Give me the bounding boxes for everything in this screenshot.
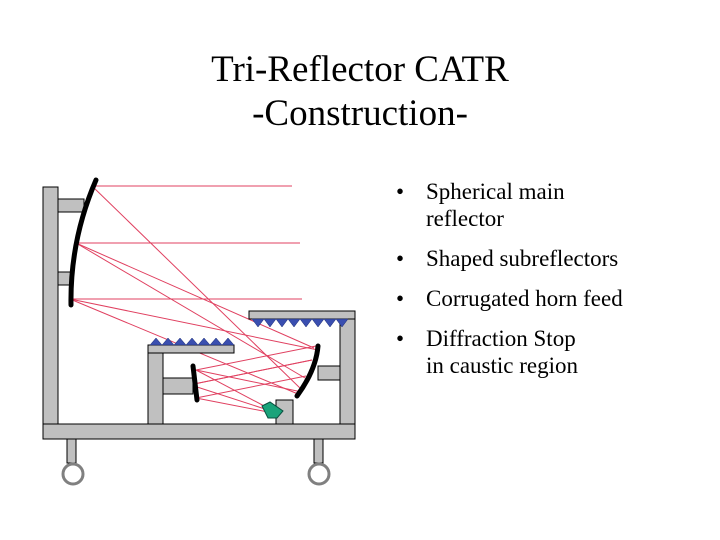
bullet-text-2: Shaped subreflectors <box>426 246 619 271</box>
casters <box>61 462 331 486</box>
right-column <box>339 312 356 425</box>
main-reflector <box>68 177 99 308</box>
center-shelf <box>147 344 235 354</box>
bullet-dot: • <box>396 246 405 271</box>
bullet-text-4a: Diffraction Stop <box>426 326 576 351</box>
bullet-dot: • <box>396 179 405 204</box>
ray-feed-2 <box>193 385 269 411</box>
horn-feed-icon <box>261 401 284 419</box>
caster-right <box>307 462 331 486</box>
bullet-text-4b: in caustic region <box>426 353 579 378</box>
leg-right <box>313 438 324 464</box>
bullet-text-1b: reflector <box>426 206 504 231</box>
bullet-item-4: • Diffraction Stop in caustic region <box>396 325 716 379</box>
ray-sub-5 <box>193 359 313 385</box>
feature-list: • Spherical main reflector • Shaped subr… <box>396 178 716 392</box>
base-beam <box>42 423 356 440</box>
ray-diag-4 <box>69 298 319 351</box>
ray-feed-3 <box>195 397 269 413</box>
bullet-dot: • <box>396 326 405 351</box>
title-line-1: Tri-Reflector CATR <box>211 49 509 90</box>
ray-sub-4 <box>195 369 303 393</box>
bullet-dot: • <box>396 286 405 311</box>
subreflector-left <box>190 363 200 403</box>
leg-left <box>66 438 77 464</box>
center-column <box>147 349 164 425</box>
left-column <box>42 186 59 440</box>
ray-diag-1 <box>91 185 303 391</box>
absorber-center-shelf <box>149 337 235 346</box>
bullet-text-3: Corrugated horn feed <box>426 286 623 311</box>
right-arm <box>317 365 341 381</box>
slide-title: Tri-Reflector CATR -Construction- <box>0 48 720 136</box>
ray-sub-3 <box>195 375 307 399</box>
support-frame <box>42 186 356 464</box>
absorber-strips <box>149 318 349 346</box>
title-line-2: -Construction- <box>252 93 468 134</box>
ray-sub-1 <box>195 345 317 371</box>
ray-diag-2 <box>75 242 315 349</box>
ray-feed-1 <box>195 369 269 409</box>
upper-arm <box>57 198 85 213</box>
bullet-item-2: • Shaped subreflectors <box>396 245 716 272</box>
subreflector-right <box>294 343 321 399</box>
bullet-text-1a: Spherical main <box>426 179 565 204</box>
right-shelf <box>248 310 356 320</box>
absorber-right-shelf <box>251 318 349 328</box>
bullet-item-3: • Corrugated horn feed <box>396 285 716 312</box>
caster-left <box>61 462 85 486</box>
reflectors <box>68 177 321 403</box>
center-arm <box>162 377 194 395</box>
bullet-item-1: • Spherical main reflector <box>396 178 716 232</box>
